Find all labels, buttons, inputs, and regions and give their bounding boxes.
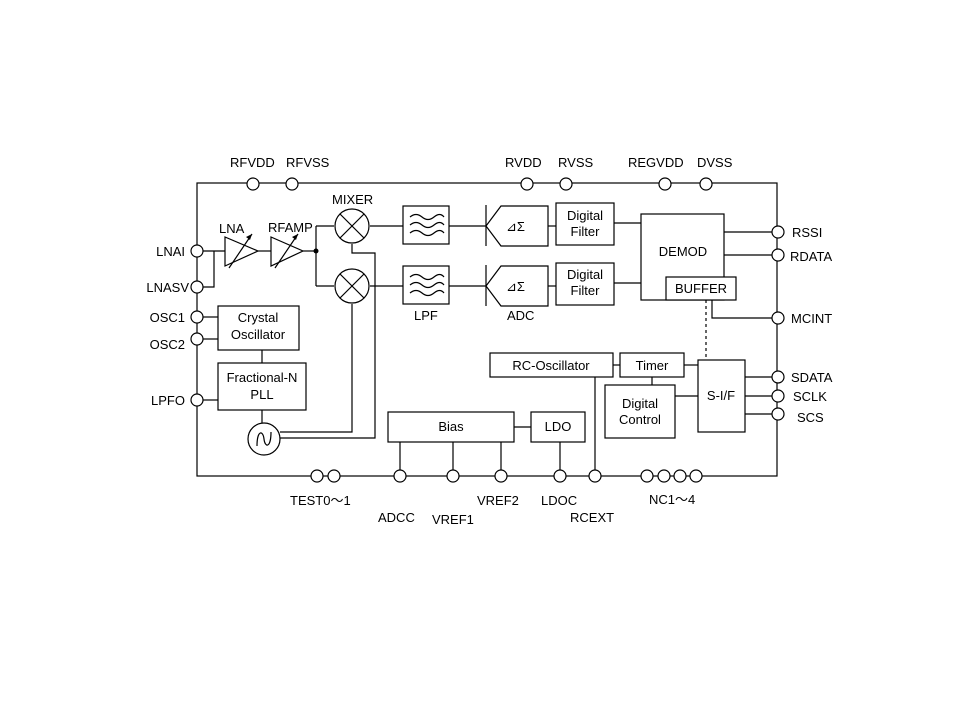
pin-label-lpfo: LPFO: [151, 393, 185, 408]
split-node: [313, 248, 319, 254]
pin-osc2: [190, 332, 204, 346]
lpf-q: [402, 265, 450, 305]
pin-nc4: [689, 469, 703, 483]
pin-rvss: [559, 177, 573, 191]
lpf-i: [402, 205, 450, 245]
pin-rdata: [771, 248, 785, 262]
pin-label-mcint: MCINT: [791, 311, 832, 326]
rc-oscillator-block: RC-Oscillator: [489, 352, 614, 378]
adc-label: ADC: [507, 308, 534, 323]
pin-label-rcext: RCEXT: [570, 510, 614, 525]
crystal-oscillator-block: Crystal Oscillator: [217, 305, 300, 351]
mixer-q: [334, 268, 370, 304]
pin-label-vref1: VREF1: [432, 512, 474, 527]
crystal-line1: Crystal: [238, 310, 279, 325]
pin-label-sclk: SCLK: [793, 389, 827, 404]
pin-ldoc: [553, 469, 567, 483]
bias-label: Bias: [438, 419, 464, 434]
pin-rfvss: [285, 177, 299, 191]
buffer-label: BUFFER: [675, 281, 727, 296]
vco-oscillator: [247, 422, 281, 456]
adc-q-symbol: ⊿Σ: [506, 279, 525, 294]
pin-label-nc: NC1～4: [649, 492, 695, 507]
pin-rcext: [588, 469, 602, 483]
pin-lpfo: [190, 393, 204, 407]
pin-adcc: [393, 469, 407, 483]
digital-filter-i: Digital Filter: [555, 202, 615, 246]
sif-block: S-I/F: [697, 359, 746, 433]
sif-label: S-I/F: [707, 388, 735, 403]
pll-line1: Fractional-N: [227, 370, 298, 385]
pin-label-rfvdd: RFVDD: [230, 155, 275, 170]
pll-line2: PLL: [250, 387, 273, 402]
pin-regvdd: [658, 177, 672, 191]
rfamp-amplifier: RFAMP: [268, 220, 313, 269]
crystal-line2: Oscillator: [231, 327, 286, 342]
pin-nc3: [673, 469, 687, 483]
ldo-block: LDO: [530, 411, 586, 443]
digital-filter-q: Digital Filter: [555, 262, 615, 306]
pin-label-rssi: RSSI: [792, 225, 822, 240]
pin-lnai: [190, 244, 204, 258]
adc-i: ⊿Σ: [485, 205, 549, 247]
digital-control-line2: Control: [619, 412, 661, 427]
pin-label-rfvss: RFVSS: [286, 155, 330, 170]
digital-filter-i-line2: Filter: [571, 224, 601, 239]
pin-label-rdata: RDATA: [790, 249, 832, 264]
pin-vref1: [446, 469, 460, 483]
mixer-label: MIXER: [332, 192, 373, 207]
pin-test0: [310, 469, 324, 483]
chip-outline: [196, 182, 778, 477]
pin-label-osc2: OSC2: [150, 337, 185, 352]
pll-block: Fractional-N PLL: [217, 362, 307, 411]
pin-label-sdata: SDATA: [791, 370, 833, 385]
pin-label-vref2: VREF2: [477, 493, 519, 508]
lpf-label: LPF: [414, 308, 438, 323]
timer-block: Timer: [619, 352, 685, 378]
mixer-i: [334, 208, 370, 244]
digital-filter-q-line2: Filter: [571, 283, 601, 298]
pin-osc1: [190, 310, 204, 324]
pin-nc2: [657, 469, 671, 483]
pin-vref2: [494, 469, 508, 483]
pin-sdata: [771, 370, 785, 384]
bias-block: Bias: [387, 411, 515, 443]
pin-label-rvdd: RVDD: [505, 155, 542, 170]
pin-label-ldoc: LDOC: [541, 493, 577, 508]
timer-label: Timer: [636, 358, 669, 373]
pin-label-adcc: ADCC: [378, 510, 415, 525]
pin-label-lnasv: LNASV: [146, 280, 189, 295]
digital-control-block: Digital Control: [604, 384, 676, 439]
pin-label-osc1: OSC1: [150, 310, 185, 325]
ldo-label: LDO: [545, 419, 572, 434]
pin-rvdd: [520, 177, 534, 191]
pin-nc1: [640, 469, 654, 483]
rc-oscillator-label: RC-Oscillator: [512, 358, 590, 373]
pin-dvss: [699, 177, 713, 191]
pin-label-dvss: DVSS: [697, 155, 733, 170]
demod-label: DEMOD: [659, 244, 707, 259]
pin-mcint: [771, 311, 785, 325]
rfamp-label: RFAMP: [268, 220, 313, 235]
pin-label-test: TEST0～1: [290, 493, 351, 508]
pin-rssi: [771, 225, 785, 239]
pin-rfvdd: [246, 177, 260, 191]
pin-label-scs: SCS: [797, 410, 824, 425]
pin-test1: [327, 469, 341, 483]
lna-label: LNA: [219, 221, 245, 236]
pin-scs: [771, 407, 785, 421]
pin-label-regvdd: REGVDD: [628, 155, 684, 170]
pin-sclk: [771, 389, 785, 403]
digital-filter-i-line1: Digital: [567, 208, 603, 223]
adc-q: ⊿Σ: [485, 265, 549, 307]
digital-filter-q-line1: Digital: [567, 267, 603, 282]
pin-label-lnai: LNAI: [156, 244, 185, 259]
adc-i-symbol: ⊿Σ: [506, 219, 525, 234]
buffer-block: BUFFER: [665, 276, 737, 301]
pin-label-rvss: RVSS: [558, 155, 593, 170]
lna-amplifier: LNA: [219, 221, 260, 269]
digital-control-line1: Digital: [622, 396, 658, 411]
pin-lnasv: [190, 280, 204, 294]
